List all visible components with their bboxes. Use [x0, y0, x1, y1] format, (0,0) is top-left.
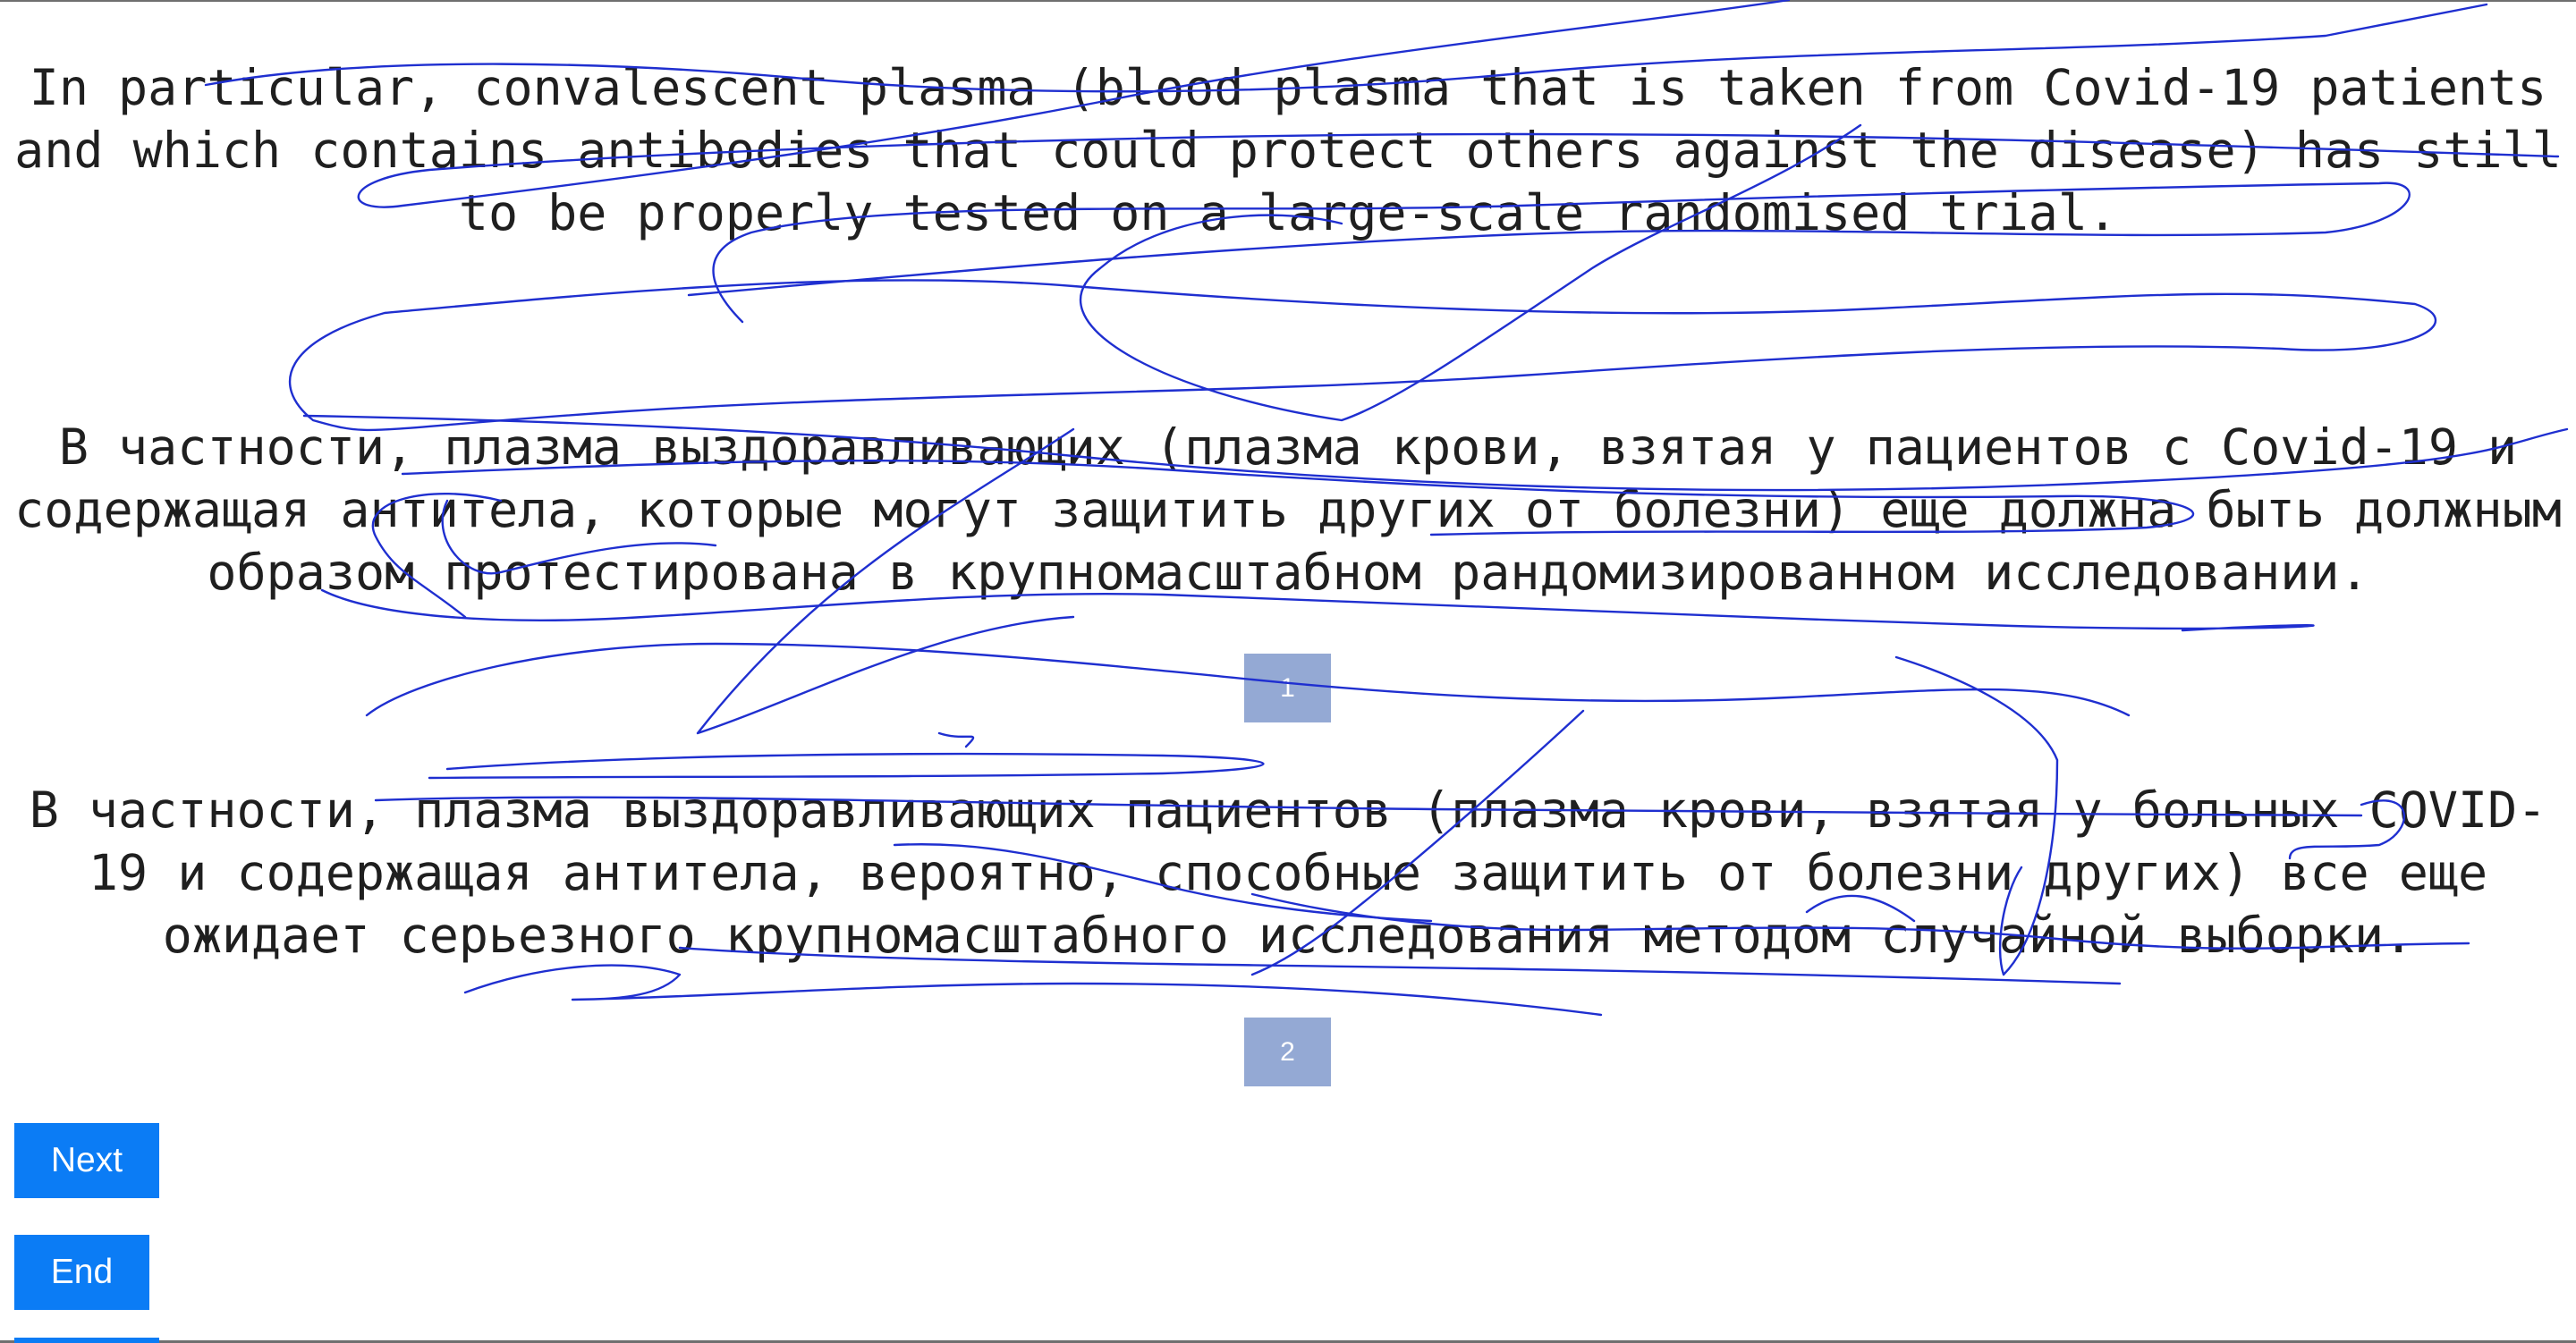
translation-paragraph-2: В частности, плазма выздоравливающих пац… — [29, 781, 2547, 964]
translation-badge-2[interactable]: 2 — [1244, 1018, 1331, 1086]
end-button[interactable]: End — [14, 1235, 149, 1310]
source-paragraph: In particular, convalescent plasma (bloo… — [14, 59, 2562, 241]
translation-badge-1[interactable]: 1 — [1244, 654, 1331, 722]
clipped-button-edge — [14, 1338, 159, 1343]
next-button[interactable]: Next — [14, 1123, 159, 1198]
translation-paragraph-1: В частности, плазма выздоравливающих (пл… — [14, 418, 2562, 601]
